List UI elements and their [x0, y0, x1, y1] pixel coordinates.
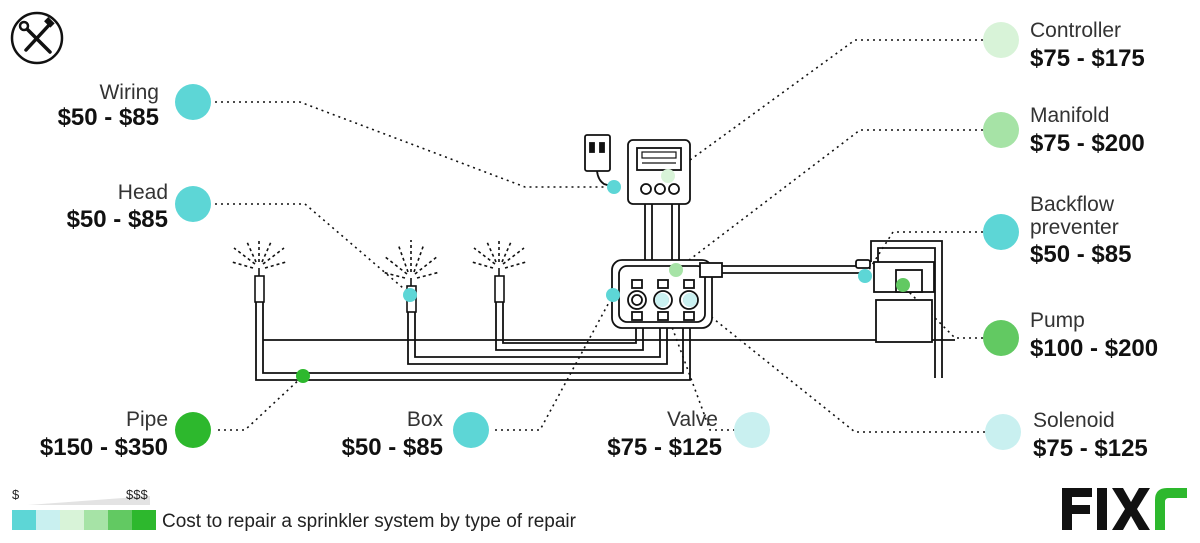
sprinkler-heads: [231, 238, 527, 313]
legend-swatch: [60, 510, 84, 530]
leader-backflow: [864, 231, 983, 277]
pump-assembly: [855, 240, 943, 378]
leader-head: [215, 203, 411, 295]
pipe-name: Pipe: [125, 408, 168, 431]
legend-swatch: [36, 510, 60, 530]
manifold-circle: [983, 112, 1019, 148]
head-name: Head: [117, 181, 168, 204]
legend-swatch: [12, 510, 36, 530]
pipe-price: $150 - $350: [39, 434, 168, 461]
leader-solenoid: [689, 299, 985, 433]
backflow-circle: [983, 214, 1019, 250]
backflow-name-line1: Backflow: [1030, 193, 1115, 216]
box-price: $50 - $85: [341, 434, 443, 461]
valve-name: Valve: [667, 408, 718, 431]
head-price: $50 - $85: [66, 206, 168, 233]
label-circles: [175, 22, 1021, 450]
leader-controller: [667, 39, 983, 177]
leader-manifold: [675, 129, 983, 271]
box-name: Box: [406, 408, 443, 431]
pipe-network: [255, 200, 955, 381]
pipe-circle: [175, 412, 211, 448]
diagram-markers: [296, 169, 910, 383]
legend-swatch: [84, 510, 108, 530]
controller-price: $75 - $175: [1030, 45, 1145, 72]
valve-box: [611, 259, 723, 329]
wiring-circle: [175, 84, 211, 120]
pump-price: $100 - $200: [1030, 335, 1159, 362]
legend-swatch: [132, 510, 156, 530]
controller-circle: [983, 22, 1019, 58]
valve-price: $75 - $125: [607, 434, 722, 461]
wiring-name: Wiring: [99, 81, 159, 104]
sprinkler-head-1: [231, 240, 287, 303]
box-circle: [453, 412, 489, 448]
power-outlet: [584, 134, 615, 188]
legend-swatch: [108, 510, 132, 530]
leader-box: [495, 294, 614, 431]
leader-lines: [215, 39, 985, 433]
pump-name: Pump: [1030, 309, 1085, 332]
legend-caption: Cost to repair a sprinkler system by typ…: [162, 511, 576, 532]
legend-scale-max: $$$: [126, 487, 148, 502]
sprinkler-head-3: [471, 238, 527, 303]
pump-circle: [983, 320, 1019, 356]
backflow-price: $50 - $85: [1030, 241, 1132, 268]
solenoid-circle: [985, 414, 1021, 450]
controller-name: Controller: [1030, 19, 1122, 42]
wiring-price: $50 - $85: [57, 104, 159, 131]
solenoid-name: Solenoid: [1033, 409, 1115, 432]
head-circle: [175, 186, 211, 222]
solenoid-price: $75 - $125: [1033, 435, 1148, 462]
backflow-name-line2: preventer: [1030, 216, 1119, 239]
leader-wiring: [215, 101, 613, 188]
controller-unit: [627, 139, 691, 205]
legend-scale-min: $: [12, 487, 20, 502]
leader-pipe: [218, 375, 304, 431]
manifold-price: $75 - $200: [1030, 130, 1145, 157]
fixr-logo: [1062, 488, 1187, 530]
legend-wedge: [28, 496, 150, 505]
legend-swatches: [12, 510, 156, 530]
manifold-name: Manifold: [1030, 104, 1110, 127]
valve-circle: [734, 412, 770, 448]
tools-icon: [10, 11, 64, 65]
leader-valve: [661, 299, 735, 431]
